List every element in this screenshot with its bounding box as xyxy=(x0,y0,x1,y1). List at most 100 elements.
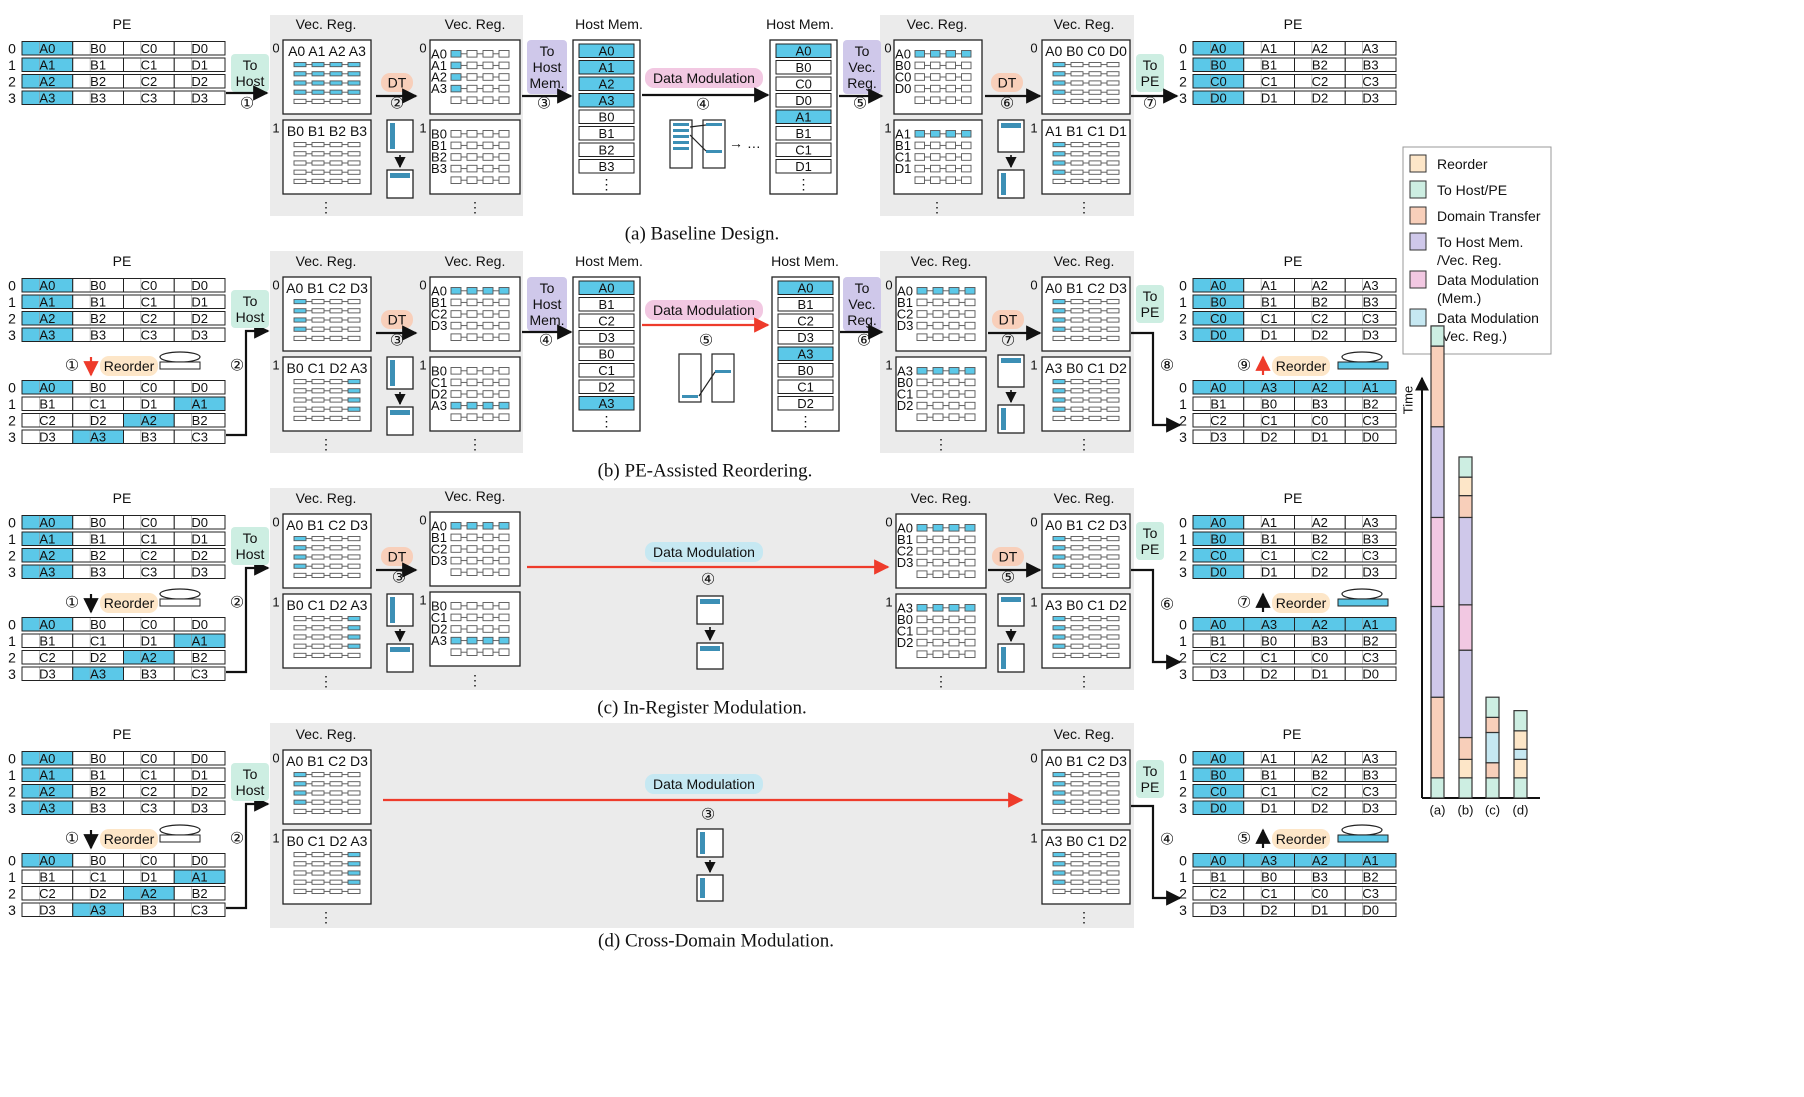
c-pe-reordered-out-row-index: 1 xyxy=(1179,633,1187,649)
b-step-7: ⑦ xyxy=(1001,333,1015,350)
c-vec-outin1-slot xyxy=(964,604,976,612)
d-pe-table-row-index: 2 xyxy=(8,783,16,799)
a-host-mem-in-cell xyxy=(578,60,635,75)
b-vec-outin0-slot xyxy=(948,298,960,307)
a-to-host-tag xyxy=(231,54,269,92)
a-pe-out-row-index: 0 xyxy=(1179,40,1187,56)
c-pe-reordered-row-index: 0 xyxy=(8,616,16,632)
b-vec-in0-slot xyxy=(311,326,325,332)
c-pe-out-cell-label: B3 xyxy=(1363,531,1379,546)
a-vec-mid1-row-label: B3 xyxy=(431,161,447,176)
b-vec-in0-slot xyxy=(293,308,307,314)
d-vec-in0-index: 0 xyxy=(272,751,279,766)
a-vec-outin1-slot xyxy=(914,153,925,161)
d-arrow-2 xyxy=(226,796,270,910)
d-pe-table-cell-label: D2 xyxy=(191,784,208,799)
c-vec-in0: A0 B1 C2 D3 xyxy=(282,513,372,589)
d-to-host-tag xyxy=(231,763,269,801)
b-host-mem-in-cell xyxy=(578,379,635,394)
d-pe-reordered-out-row-index: 0 xyxy=(1179,852,1187,868)
legend-swatch xyxy=(1409,270,1427,289)
b-reorder-pill-label: Reorder xyxy=(104,358,155,374)
d-vecreg-title-1: Vec. Reg. xyxy=(296,726,357,742)
c-vec-in0-slot xyxy=(311,554,325,560)
d-vec-out1-slot xyxy=(1106,861,1120,867)
d-pe-reordered-out-cell-label: C3 xyxy=(1362,886,1379,901)
c-vec-in1-slot xyxy=(347,643,361,649)
b-pe-reordered-out-cell-label: B3 xyxy=(1312,396,1328,411)
c-vec-out0: A0 B1 C2 D3 xyxy=(1041,513,1131,589)
a-vec-out0-slot xyxy=(1070,71,1084,77)
caption-c: (c) In-Register Modulation. xyxy=(597,698,806,719)
c-vec-mid1-slot xyxy=(466,636,478,645)
c-dt-pill-2 xyxy=(992,547,1024,566)
c-pe-out-cell-label: C1 xyxy=(1261,548,1278,563)
b-vec-outin0-slot xyxy=(948,321,960,330)
b-vec-mid1-slot xyxy=(498,390,510,398)
a-host-mem-out-cell xyxy=(775,43,832,58)
b-to-host-tag xyxy=(231,290,269,328)
a-dt-icons-2-dst-stripe xyxy=(1001,173,1006,195)
c-vec-outin0-slot xyxy=(932,570,944,578)
c-vec-in0-slot xyxy=(347,563,361,569)
c-vec-in0-index: 0 xyxy=(272,515,279,530)
b-pe-reordered-cell-label: D1 xyxy=(141,396,158,411)
d-pe-reordered-out-cell-label: A1 xyxy=(1363,853,1379,868)
a-vec-outin1-slot xyxy=(961,130,972,138)
d-pe-table-cell-label: A3 xyxy=(39,800,55,815)
b-vec-in1-slot xyxy=(329,406,343,412)
d-vec-in1-slot xyxy=(293,861,307,867)
a-pe-title-out: PE xyxy=(1284,16,1303,32)
c-pe-out-cell-label: C0 xyxy=(1210,548,1227,563)
b-reorder-pill xyxy=(100,356,158,376)
b-pe-table-row-index: 2 xyxy=(8,310,16,326)
a-vec-out1-slot xyxy=(1052,178,1066,184)
b-pe-reordered-cell xyxy=(173,396,226,411)
c-step-6: ⑥ xyxy=(1160,597,1174,614)
b-vec-out1-slot xyxy=(1052,415,1066,421)
a-vec-in1-slot xyxy=(293,178,307,184)
c-pe-reordered-out-cell xyxy=(1344,617,1397,632)
d-pe-table-cell-label: A0 xyxy=(39,751,55,766)
c-pe-out-row-index: 0 xyxy=(1179,514,1187,530)
c-vec-out1: A3 B0 C1 D2 xyxy=(1041,593,1131,669)
b-pe-reordered-cell-label: B2 xyxy=(192,413,208,428)
c-vec-outin1-slot xyxy=(916,650,928,658)
b-vec-in1-slot xyxy=(347,415,361,421)
b-dt-pill-2 xyxy=(992,310,1024,329)
d-pe-reordered-out-cell xyxy=(1344,869,1397,884)
c-pe-out-cell xyxy=(1344,548,1397,563)
c-pe-table-cell-label: C3 xyxy=(141,564,158,579)
a-more: → … xyxy=(729,135,761,151)
b-host-mem-in-cell xyxy=(578,280,635,295)
a-vec-outin1-slot xyxy=(914,130,925,138)
a-pe-table-cell-label: C0 xyxy=(141,41,158,56)
b-vec-out1-slot xyxy=(1088,379,1102,385)
d-vec-out0-slot xyxy=(1088,808,1102,814)
c-vecreg-title-4: Vec. Reg. xyxy=(1054,490,1115,506)
a-vec-outin0-slot xyxy=(961,50,972,58)
d-arrow-4 xyxy=(1131,804,1182,906)
d-pe-reordered-cell xyxy=(173,902,226,917)
d-reorder-bar-icon xyxy=(159,834,201,843)
b-pe-reordered-cell-label: C3 xyxy=(191,429,208,444)
b-pe-out-cell-label: B1 xyxy=(1261,294,1277,309)
b-vec-in1-slot xyxy=(329,388,343,394)
b-pe-reordered-out-cell-label: A3 xyxy=(1261,380,1277,395)
c-vec-in1-slot xyxy=(329,616,343,622)
d-vec-out0-slot xyxy=(1088,772,1102,778)
b-pe-reordered-cell-label: D3 xyxy=(39,429,56,444)
b-vec-mid1-slot xyxy=(450,378,462,387)
c-vec-mid0-slot xyxy=(482,533,494,542)
b-vec-mid1-slot xyxy=(450,413,462,421)
chart-bar-segment xyxy=(1458,649,1473,739)
b-pe-table-cell-label: D3 xyxy=(191,327,208,342)
a-pe-table-cell xyxy=(173,74,226,89)
c-vec-mid0-row-label: A0 xyxy=(431,518,447,533)
d-vec-out1-slot xyxy=(1052,852,1066,858)
b-pe-out-cell-label: B2 xyxy=(1312,294,1328,309)
b-host-mem-out-cell xyxy=(777,363,834,378)
b-pe-out-row-index: 1 xyxy=(1179,294,1187,310)
